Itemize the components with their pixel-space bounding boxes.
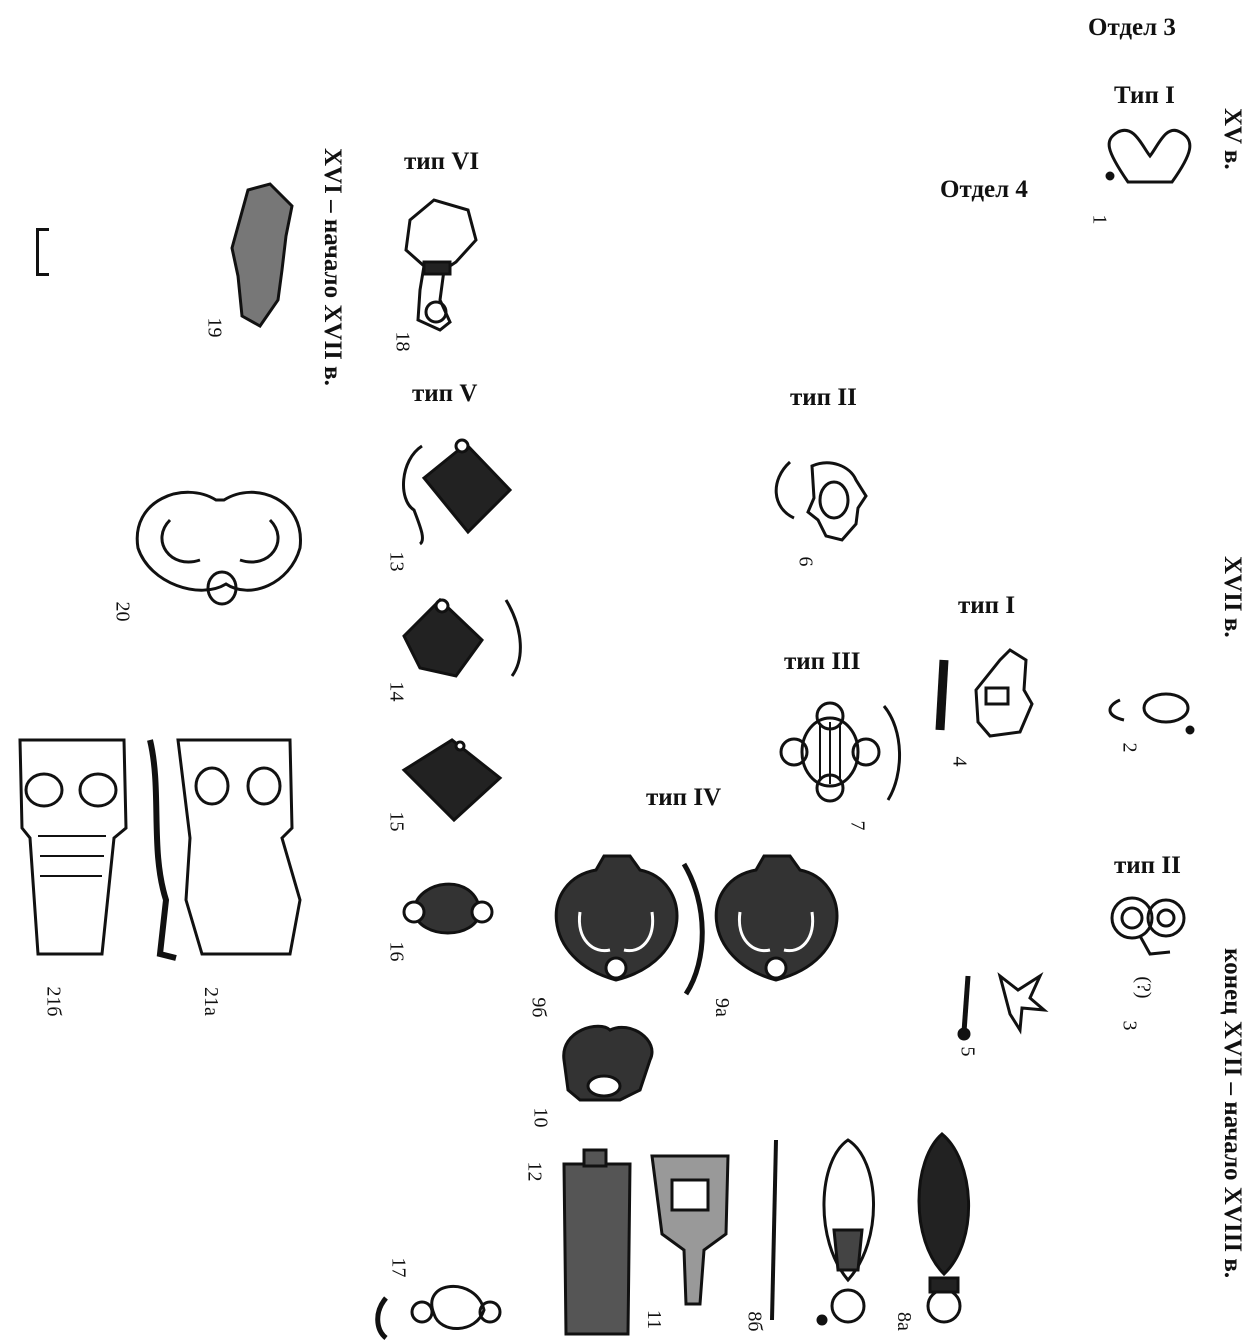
artefact-9b-drawing: [556, 856, 677, 980]
figure-number-9a: 9а: [710, 998, 733, 1017]
artefact-18-drawing: [406, 200, 476, 330]
figure-number-11: 11: [642, 1310, 665, 1329]
figure-number-8b: 8б: [743, 1311, 766, 1331]
artefact-11-drawing: [652, 1156, 728, 1304]
figure-number-4: 4: [948, 757, 971, 767]
figure-number-3: 3: [1118, 1021, 1141, 1031]
artefact-16-drawing: [404, 884, 492, 933]
figure-number-12: 12: [523, 1162, 546, 1182]
artefact-14-drawing: [404, 600, 520, 676]
figure-number-20: 20: [111, 602, 134, 622]
figure-number-8a: 8а: [892, 1312, 915, 1331]
figure-number-15: 15: [385, 812, 408, 832]
figure-number-1: 1: [1088, 215, 1111, 225]
artefact-8a-drawing: [919, 1134, 969, 1322]
artefact-1-drawing: [1107, 130, 1190, 182]
artefact-6-drawing: [776, 462, 866, 540]
artefact-19-drawing: [232, 184, 292, 326]
figure-number-5: 5: [956, 1047, 979, 1057]
artefact-13-drawing: [404, 440, 510, 544]
artefact-4-drawing: [940, 650, 1032, 736]
figure-number-10: 10: [529, 1108, 552, 1128]
figure-number-16: 16: [385, 942, 408, 962]
artefact-21b-drawing: [20, 740, 126, 954]
figure-number-19: 19: [203, 318, 226, 338]
artefact-10-drawing: [564, 1026, 652, 1100]
figure-number-7: 7: [846, 821, 869, 831]
figure-number-21b: 21б: [42, 986, 65, 1016]
artefact-17-drawing: [378, 1286, 500, 1338]
artefact-12-drawing: [564, 1150, 630, 1334]
artefact-21a-drawing: [150, 740, 300, 958]
artefact-20-drawing: [137, 492, 300, 604]
figure-number-21a: 21а: [199, 987, 222, 1016]
artefact-3-drawing: [1112, 898, 1184, 954]
artefact-7-drawing: [781, 703, 900, 801]
figure-number-9b: 9б: [527, 997, 550, 1017]
artefact-9a-drawing: [684, 856, 837, 994]
artefact-8b-drawing: [772, 1140, 874, 1324]
figure-number-2: 2: [1118, 743, 1141, 753]
figure-number-3-question: (?): [1132, 976, 1155, 998]
artefact-5-drawing: [959, 976, 1044, 1039]
figure-number-13: 13: [385, 552, 408, 572]
figure-number-18: 18: [391, 332, 414, 352]
figure-number-6: 6: [794, 557, 817, 567]
artefact-15-drawing: [404, 740, 500, 820]
figure-number-17: 17: [387, 1258, 410, 1278]
artefact-2-drawing: [1110, 694, 1193, 733]
figure-number-14: 14: [385, 682, 408, 702]
